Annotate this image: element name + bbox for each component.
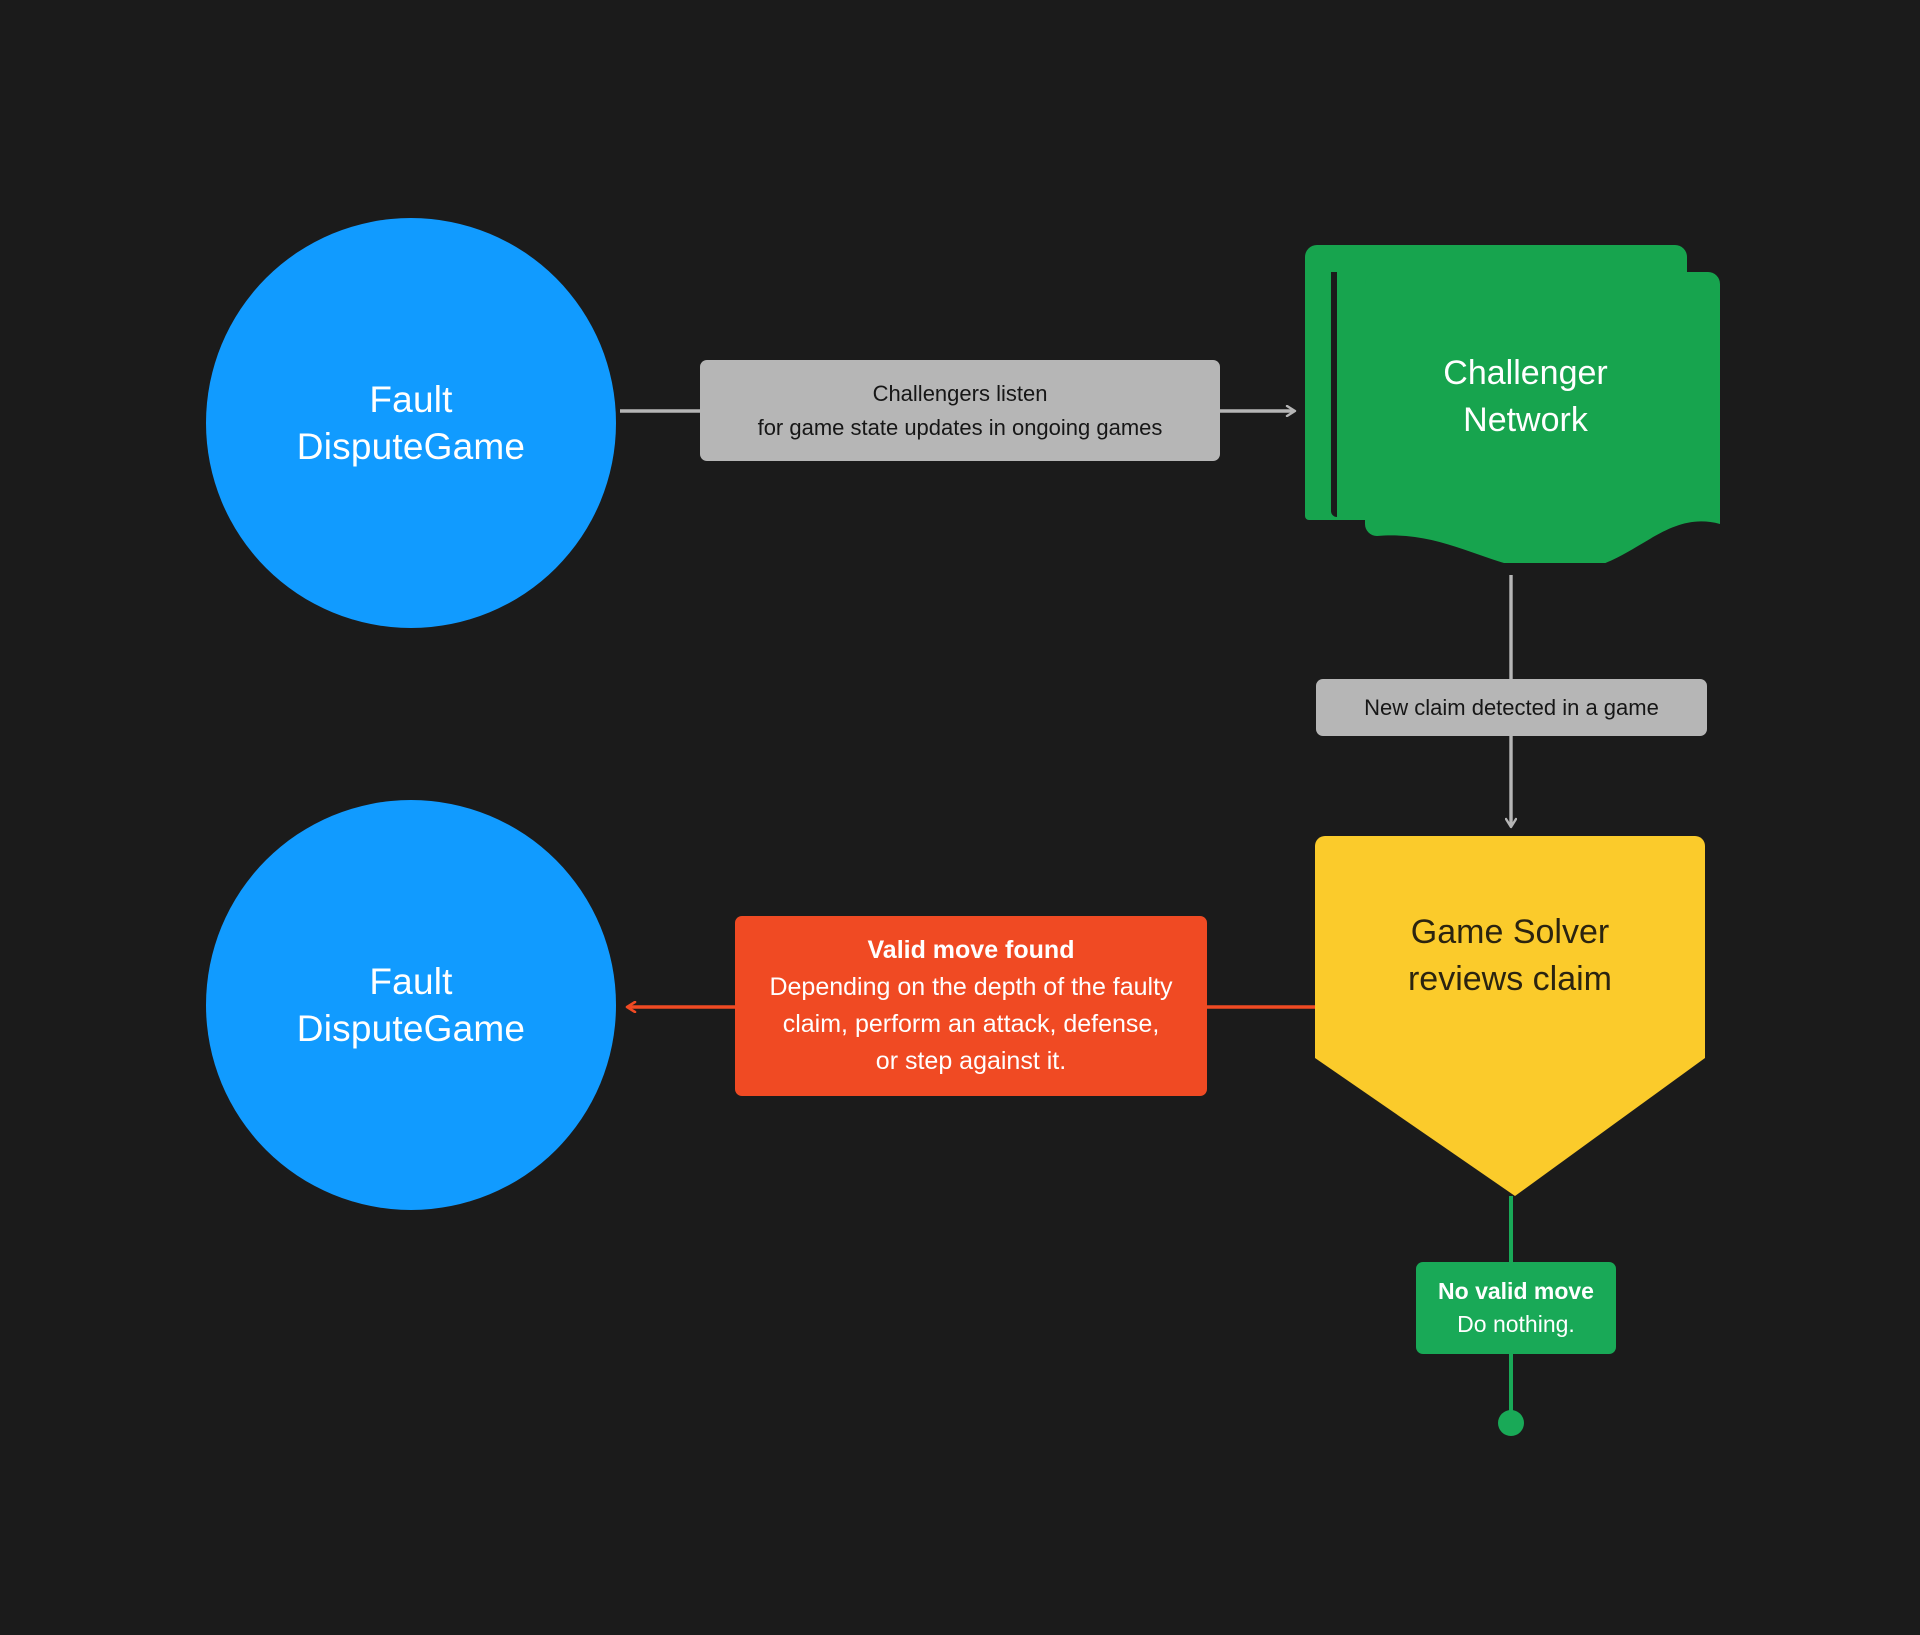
- edge-label-line1: Challengers listen: [872, 381, 1048, 407]
- document-sheet-gap: [1331, 272, 1337, 517]
- node-label: Fault DisputeGame: [297, 376, 525, 471]
- node-label-line1: Fault: [369, 378, 453, 420]
- document-front-sheet: [1331, 272, 1720, 563]
- node-label-line2: DisputeGame: [296, 426, 526, 467]
- edge-label-challengers-listen: Challengers listen for game state update…: [700, 360, 1220, 461]
- node-label-line1: Fault: [369, 960, 453, 1002]
- edge-label-line1: Do nothing.: [1457, 1311, 1575, 1337]
- edge-label-new-claim-detected: New claim detected in a game: [1316, 679, 1707, 736]
- node-game-solver[interactable]: Game Solver reviews claim: [1315, 836, 1705, 1196]
- end-dot-terminator: [1498, 1410, 1524, 1436]
- node-challenger-network[interactable]: Challenger Network: [1305, 245, 1720, 563]
- edge-label-line1: New claim detected in a game: [1364, 694, 1659, 720]
- edge-no-valid-move: [1498, 1196, 1524, 1436]
- edge-label-valid-move-found: Valid move found Depending on the depth …: [735, 916, 1207, 1096]
- edge-label-line2: claim, perform an attack, defense,: [782, 1010, 1160, 1038]
- node-label: Fault DisputeGame: [297, 958, 525, 1053]
- node-label-line2: DisputeGame: [296, 1008, 526, 1049]
- edge-label-title: Valid move found: [867, 936, 1075, 964]
- edge-label-line3: or step against it.: [875, 1047, 1067, 1075]
- node-fault-dispute-game-top[interactable]: Fault DisputeGame: [206, 218, 616, 628]
- edge-label-no-valid-move: No valid move Do nothing.: [1416, 1262, 1616, 1354]
- edge-label-title: No valid move: [1438, 1278, 1594, 1305]
- pentagon-shape: [1315, 836, 1705, 1196]
- edge-label-line1: Depending on the depth of the faulty: [769, 973, 1173, 1001]
- node-fault-dispute-game-bottom[interactable]: Fault DisputeGame: [206, 800, 616, 1210]
- edge-label-line2: for game state updates in ongoing games: [757, 414, 1163, 440]
